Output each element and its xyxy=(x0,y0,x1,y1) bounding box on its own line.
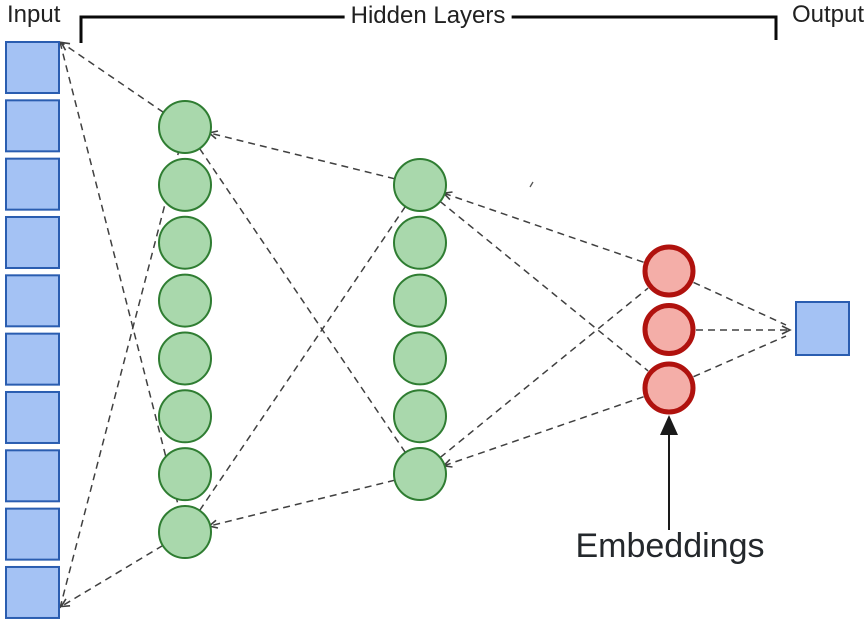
input-node xyxy=(5,565,60,619)
hidden-layer-2-node xyxy=(393,158,447,212)
embedding-node xyxy=(642,303,696,356)
hidden-layer-2-node xyxy=(393,389,447,444)
connection-line xyxy=(59,41,164,114)
hidden-layer-2-node xyxy=(393,215,447,270)
input-node xyxy=(5,390,60,444)
input-node xyxy=(5,99,60,153)
hidden-layer-2-node xyxy=(393,447,447,501)
hidden-layer-1-node xyxy=(158,447,212,502)
input-node xyxy=(5,449,60,503)
connection-line xyxy=(59,41,180,507)
embedding-node xyxy=(642,244,696,298)
embeddings-arrowhead xyxy=(660,415,678,435)
input-node xyxy=(5,332,60,386)
input-node xyxy=(5,507,60,561)
embeddings-label: Embeddings xyxy=(575,527,765,565)
hidden-layer-1-node xyxy=(158,100,212,154)
connection-line xyxy=(59,544,164,608)
hidden-layer-1-node xyxy=(158,389,212,444)
hidden-layer-1-node xyxy=(158,505,212,560)
output-layer-label: Output xyxy=(792,1,865,28)
connection-line xyxy=(441,191,644,263)
hidden-layer-1-node xyxy=(158,215,212,270)
output-node xyxy=(795,301,850,356)
connection-line xyxy=(59,152,180,609)
input-node xyxy=(5,215,60,269)
connection-line xyxy=(439,287,649,459)
connection-line xyxy=(693,281,787,326)
connection-line xyxy=(439,200,649,372)
connection-line xyxy=(207,130,395,180)
connection-line xyxy=(693,335,787,378)
connection-line xyxy=(207,479,395,529)
stray-mark xyxy=(529,181,534,188)
input-node xyxy=(5,274,60,328)
input-node xyxy=(5,157,60,211)
hidden-layer-1-node xyxy=(158,157,212,212)
input-node xyxy=(5,41,60,94)
hidden-layer-1-node xyxy=(158,331,212,386)
hidden-layer-2-node xyxy=(393,331,447,386)
embedding-node xyxy=(642,361,696,415)
input-layer-label: Input xyxy=(7,1,61,28)
hidden-layer-1-node xyxy=(158,273,212,328)
connection-line xyxy=(198,206,407,511)
hidden-layer-2-node xyxy=(393,273,447,328)
hidden-layers-label: Hidden Layers xyxy=(344,2,512,30)
connection-line xyxy=(441,396,644,468)
connection-line xyxy=(198,148,407,453)
